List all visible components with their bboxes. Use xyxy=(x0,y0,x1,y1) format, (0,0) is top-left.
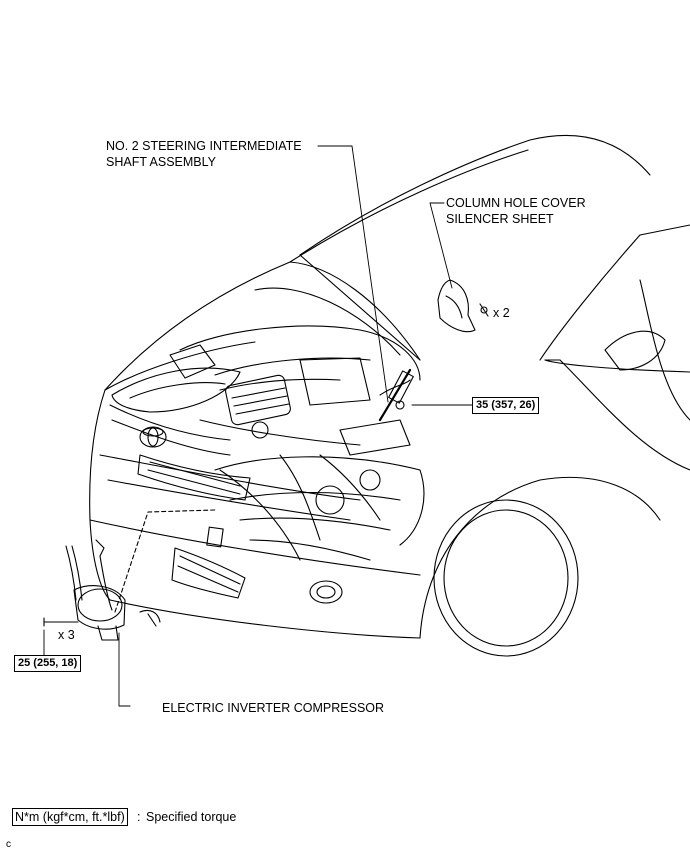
compressor-part xyxy=(43,509,216,641)
legend-separator: : xyxy=(137,810,141,824)
figure-code: c xyxy=(6,839,11,850)
steering-shaft xyxy=(378,368,414,422)
torque-unit-legend: N*m (kgf*cm, ft.*lbf) xyxy=(12,808,128,826)
toyota-emblem xyxy=(139,426,167,448)
compressor-label: ELECTRIC INVERTER COMPRESSOR xyxy=(162,701,385,715)
silencer-sheet-part xyxy=(437,279,489,333)
front-bumper xyxy=(89,389,421,639)
bolt-quantity: x 3 xyxy=(58,628,75,642)
hood-outline xyxy=(104,261,421,391)
column-cover-label-line1: COLUMN HOLE COVER xyxy=(446,196,586,210)
engine-assembly xyxy=(169,325,425,561)
steering-shaft-label: NO. 2 STEERING INTERMEDIATE SHAFT ASSEMB… xyxy=(106,138,302,170)
headlight xyxy=(111,367,241,413)
legend-meaning: Specified torque xyxy=(146,810,237,824)
column-cover-label-line2: SILENCER SHEET xyxy=(446,212,554,226)
windshield-outline xyxy=(289,134,690,373)
front-fender-wheel xyxy=(419,279,690,657)
steering-shaft-label-line1: NO. 2 STEERING INTERMEDIATE xyxy=(106,139,302,153)
compressor-torque-spec: 25 (255, 18) xyxy=(14,655,82,672)
steering-shaft-label-line2: SHAFT ASSEMBLY xyxy=(106,155,216,169)
shaft-torque-spec: 35 (357, 26) xyxy=(472,397,540,414)
clip-quantity: x 2 xyxy=(493,306,510,320)
leader-lines xyxy=(43,145,475,707)
column-cover-label: COLUMN HOLE COVER SILENCER SHEET xyxy=(446,195,586,227)
